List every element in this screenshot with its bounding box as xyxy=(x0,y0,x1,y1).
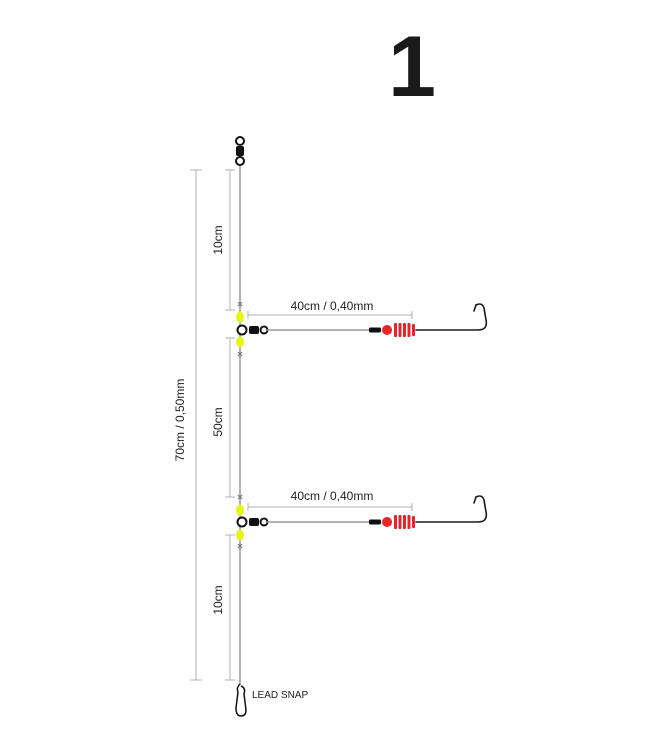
total-length-label: 70cm / 0,50mm xyxy=(173,379,187,462)
middle-section-label: 50cm xyxy=(211,407,225,436)
lower-bead-top xyxy=(236,504,244,516)
lower-crimp-sleeve xyxy=(369,519,381,525)
upper-three-way-swivel xyxy=(236,324,269,336)
lower-crimp-stops xyxy=(237,494,243,549)
lower-red-skirt xyxy=(394,515,415,529)
lower-dropper-label: 40cm / 0,40mm xyxy=(291,489,374,503)
upper-crimp-sleeve xyxy=(369,327,381,333)
upper-crimp-stops xyxy=(237,301,243,357)
lower-red-bead xyxy=(382,517,392,527)
dimension-lines xyxy=(190,169,413,681)
lead-snap-icon xyxy=(235,683,247,717)
upper-bead-bottom xyxy=(236,336,244,348)
upper-red-skirt xyxy=(394,323,415,337)
lead-snap-label: LEAD SNAP xyxy=(252,690,308,701)
lower-three-way-swivel xyxy=(236,516,269,528)
top-swivel xyxy=(235,136,245,166)
rig-number: 1 xyxy=(388,19,436,115)
lower-hook-icon xyxy=(415,495,488,523)
lower-bead-bottom xyxy=(236,529,244,541)
upper-hook-icon xyxy=(415,303,488,331)
upper-dropper-label: 40cm / 0,40mm xyxy=(291,299,374,313)
top-section-label: 10cm xyxy=(211,225,225,254)
bottom-section-label: 10cm xyxy=(211,585,225,614)
upper-red-bead xyxy=(382,325,392,335)
upper-bead-top xyxy=(236,311,244,323)
